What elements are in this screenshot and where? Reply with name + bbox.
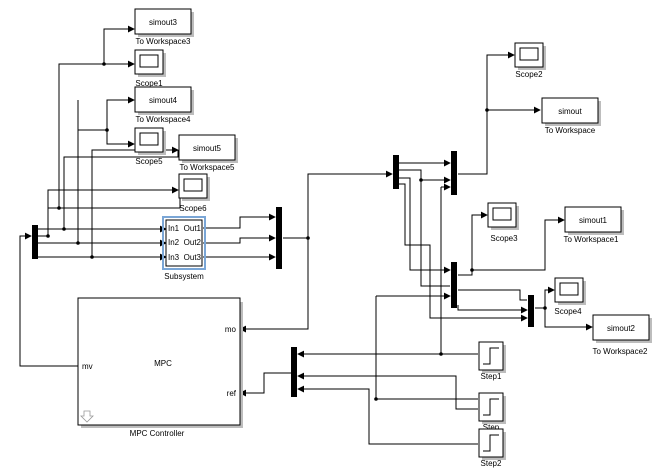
branch-points [46, 62, 547, 401]
scope6-block[interactable]: Scope6 [178, 173, 210, 213]
svg-text:Step: Step [483, 423, 500, 432]
svg-text:simout4: simout4 [149, 96, 178, 105]
demux-top[interactable] [393, 155, 399, 189]
scope-screen-icon [492, 207, 512, 221]
to-workspace1-block[interactable]: simout1 To Workspace1 [564, 206, 625, 244]
step-block[interactable]: Step [478, 392, 506, 432]
svg-text:simout5: simout5 [193, 144, 222, 153]
svg-text:Step1: Step1 [481, 372, 502, 381]
scope1-block[interactable]: Scope1 [134, 49, 166, 88]
svg-text:Out1: Out1 [184, 224, 202, 233]
mux-right-top[interactable] [451, 151, 457, 195]
svg-text:To Workspace3: To Workspace3 [136, 37, 192, 46]
svg-text:simout1: simout1 [579, 216, 608, 225]
svg-text:To Workspace2: To Workspace2 [593, 347, 649, 356]
scope3-block[interactable]: Scope3 [487, 202, 519, 243]
mux-ref[interactable] [291, 347, 297, 397]
svg-text:In1: In1 [168, 224, 180, 233]
svg-text:To Workspace5: To Workspace5 [180, 163, 236, 172]
svg-text:To Workspace4: To Workspace4 [136, 115, 192, 124]
step-icon [483, 434, 499, 452]
svg-text:Subsystem: Subsystem [164, 272, 204, 281]
svg-text:Out2: Out2 [184, 238, 202, 247]
svg-text:ref: ref [227, 389, 237, 398]
mux-right-mid[interactable] [451, 262, 457, 308]
svg-text:In3: In3 [168, 253, 180, 262]
step-icon [483, 347, 499, 365]
svg-text:simout: simout [558, 107, 582, 116]
svg-text:To Workspace1: To Workspace1 [564, 235, 620, 244]
scope4-block[interactable]: Scope4 [554, 277, 586, 316]
svg-text:mo: mo [225, 325, 237, 334]
svg-text:Step2: Step2 [481, 459, 502, 468]
svg-text:To Workspace: To Workspace [545, 126, 596, 135]
scope-screen-icon [519, 47, 539, 61]
svg-text:Scope2: Scope2 [515, 70, 543, 79]
scope-screen-icon [559, 282, 579, 296]
subsystem-block[interactable]: In1 In2 In3 Out1 Out2 Out3 Subsystem [162, 216, 206, 281]
svg-text:Scope3: Scope3 [490, 234, 518, 243]
svg-text:simout2: simout2 [607, 324, 636, 333]
step-icon [483, 398, 499, 416]
to-workspace3-block[interactable]: simout3 To Workspace3 [134, 8, 194, 46]
svg-text:simout3: simout3 [149, 18, 178, 27]
look-under-mask-icon [80, 410, 94, 423]
svg-text:Scope5: Scope5 [135, 157, 163, 166]
step1-block[interactable]: Step1 [478, 341, 506, 381]
svg-text:MPC Controller: MPC Controller [130, 429, 185, 438]
svg-text:Scope4: Scope4 [554, 307, 582, 316]
svg-text:MPC: MPC [154, 359, 172, 368]
svg-text:Out3: Out3 [184, 253, 202, 262]
scope5-block[interactable]: Scope5 [134, 127, 166, 166]
mux-right-low[interactable] [528, 295, 534, 327]
to-workspace5-block[interactable]: simout5 To Workspace5 [178, 134, 238, 172]
scope-screen-icon [183, 178, 203, 192]
step2-block[interactable]: Step2 [478, 428, 506, 468]
to-workspace-block[interactable]: simout To Workspace [541, 97, 601, 135]
scope-screen-icon [139, 54, 159, 68]
mux-subsystem-out[interactable] [276, 207, 282, 269]
to-workspace2-block[interactable]: simout2 To Workspace2 [592, 314, 653, 356]
svg-text:Scope6: Scope6 [179, 204, 207, 213]
svg-text:In2: In2 [168, 238, 180, 247]
svg-text:Scope1: Scope1 [135, 79, 163, 88]
scope-screen-icon [139, 132, 159, 146]
to-workspace4-block[interactable]: simout4 To Workspace4 [134, 86, 194, 124]
svg-text:mv: mv [82, 362, 93, 371]
mux-left[interactable] [32, 225, 38, 259]
scope2-block[interactable]: Scope2 [514, 42, 546, 79]
mpc-controller-block[interactable]: MPC mo mv ref MPC Controller [77, 297, 243, 438]
